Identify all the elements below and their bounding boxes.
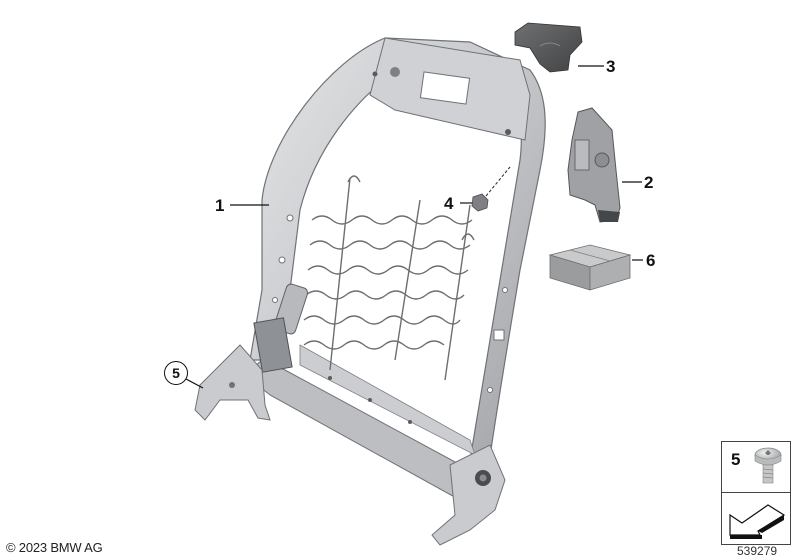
legend-part-cell[interactable]: 5 <box>722 442 790 493</box>
diagram-id: 539279 <box>737 544 778 558</box>
legend-direction-cell <box>722 493 790 544</box>
backrest-frame <box>194 37 546 546</box>
legend-part-number: 5 <box>731 450 741 469</box>
bracket-assembly <box>567 107 621 223</box>
callout-2[interactable]: 2 <box>644 173 654 192</box>
callout-5[interactable]: 5 <box>164 361 188 385</box>
clip <box>471 166 511 212</box>
torx-screw-icon <box>754 447 782 484</box>
callout-4[interactable]: 4 <box>444 194 454 213</box>
parts-box <box>548 244 632 291</box>
headrest-guide-cover <box>514 22 583 73</box>
callout-3[interactable]: 3 <box>606 57 616 76</box>
copyright-text: © 2023 BMW AG <box>6 540 103 555</box>
arrow-down-left-icon <box>729 504 786 539</box>
legend-box: 5 <box>721 441 791 545</box>
leader-lines <box>185 65 643 389</box>
callout-6[interactable]: 6 <box>646 251 656 270</box>
callout-1[interactable]: 1 <box>215 196 225 215</box>
